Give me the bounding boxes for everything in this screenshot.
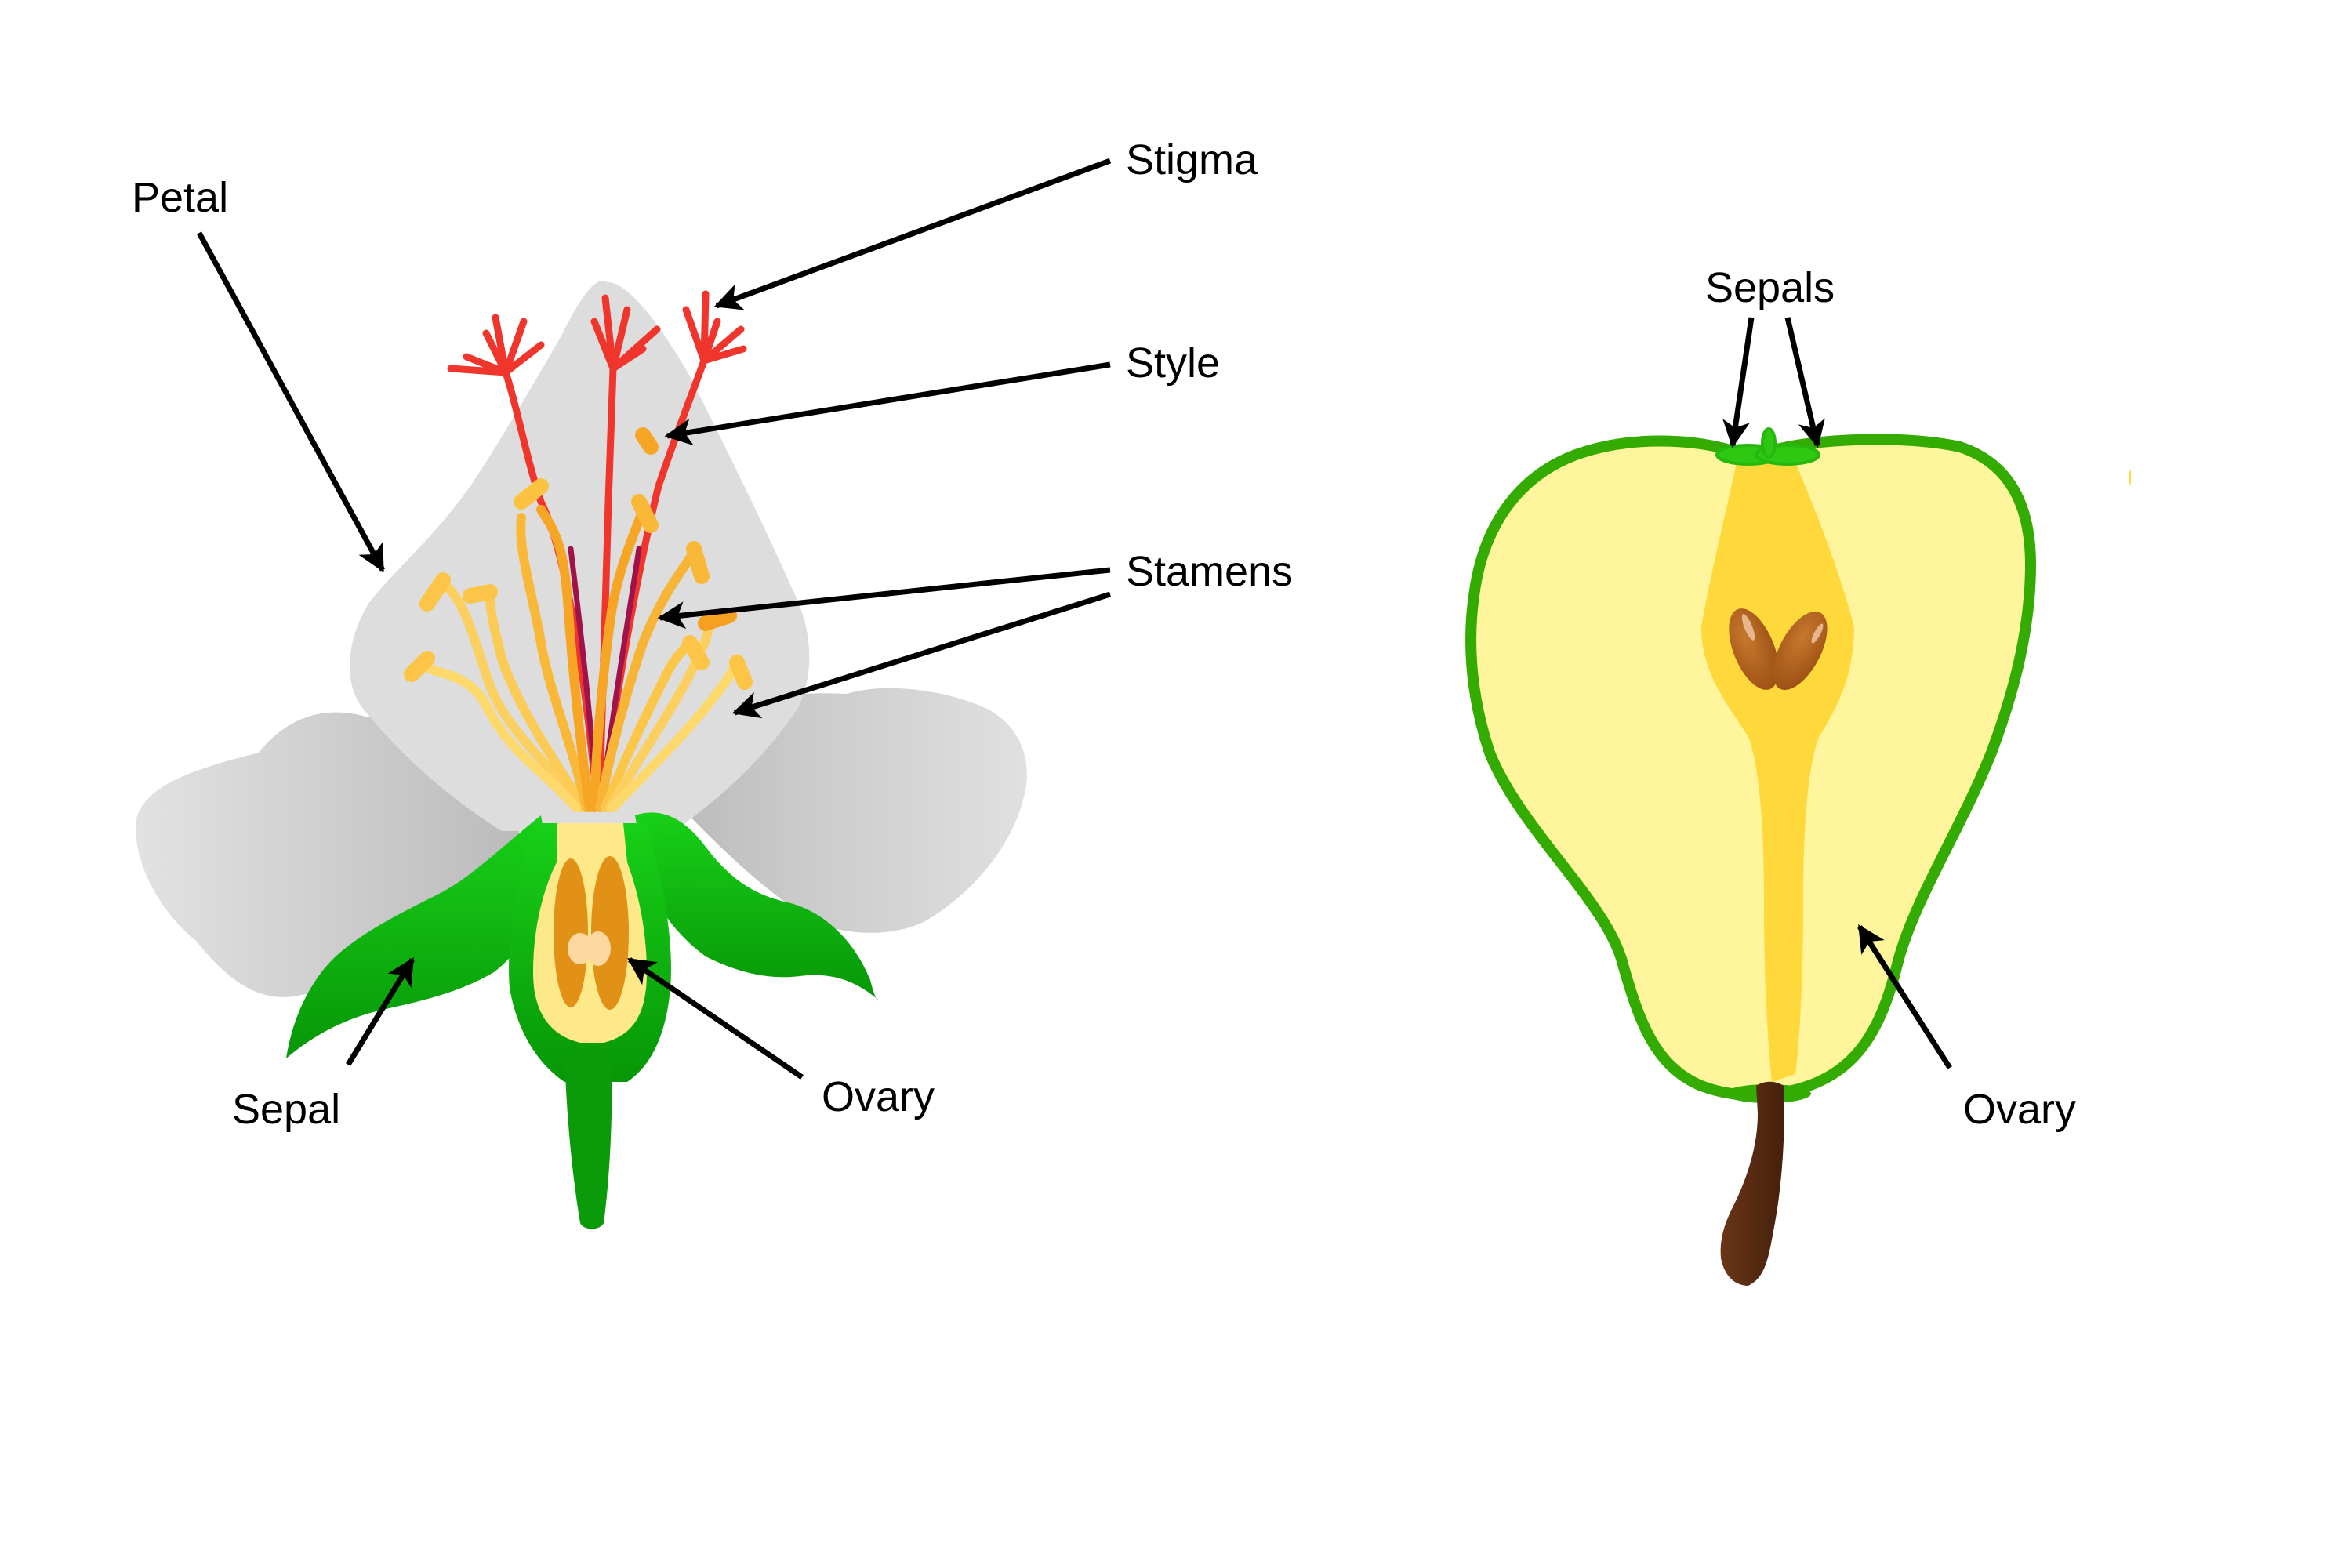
- seed-highlight: [1811, 623, 1824, 644]
- arrow-sepals-1: [1722, 317, 1755, 448]
- pear-seed-right: [1773, 611, 1828, 691]
- label-sepals: Sepals: [1705, 264, 1835, 311]
- label-ovary-flower: Ovary: [822, 1073, 935, 1120]
- label-petal: Petal: [132, 174, 229, 221]
- arrow-ovary-flower: [627, 957, 804, 1080]
- stigmas: [447, 290, 747, 376]
- arrow-petal: [196, 231, 386, 573]
- arrow-stigma: [713, 158, 1112, 310]
- ovule-right: [591, 856, 629, 1010]
- sepal-right: [635, 812, 878, 1001]
- ovule-center-left: [568, 933, 593, 964]
- label-stigma: Stigma: [1126, 136, 1258, 183]
- label-stamens: Stamens: [1126, 548, 1294, 595]
- arrow-stamens-1: [657, 567, 1111, 630]
- arrow-sepals-2: [1784, 317, 1825, 448]
- pear: [1465, 427, 2131, 1286]
- arrows: [196, 158, 1952, 1080]
- stray-mark: [2129, 469, 2131, 486]
- stamens: [419, 505, 742, 812]
- flower: [136, 281, 1027, 1229]
- arrow-stamens-2: [731, 591, 1112, 719]
- label-ovary-pear: Ovary: [1963, 1086, 2077, 1133]
- arrow-style: [664, 361, 1111, 446]
- pear-sepals: [1715, 427, 1820, 466]
- petal-center: [350, 281, 810, 831]
- arrow-ovary-pear: [1857, 924, 1952, 1069]
- label-sepal: Sepal: [232, 1086, 341, 1133]
- sepal-left: [286, 815, 549, 1058]
- ovule-left: [554, 858, 588, 1007]
- label-style: Style: [1126, 339, 1221, 387]
- anthers: [404, 427, 753, 690]
- ovule-center-right: [586, 931, 611, 966]
- pear-stem: [1720, 1081, 1784, 1286]
- flower-stalk: [564, 1051, 612, 1229]
- arrow-sepal: [346, 957, 415, 1066]
- seed-highlight: [1741, 614, 1755, 641]
- pear-seed-left: [1729, 608, 1779, 690]
